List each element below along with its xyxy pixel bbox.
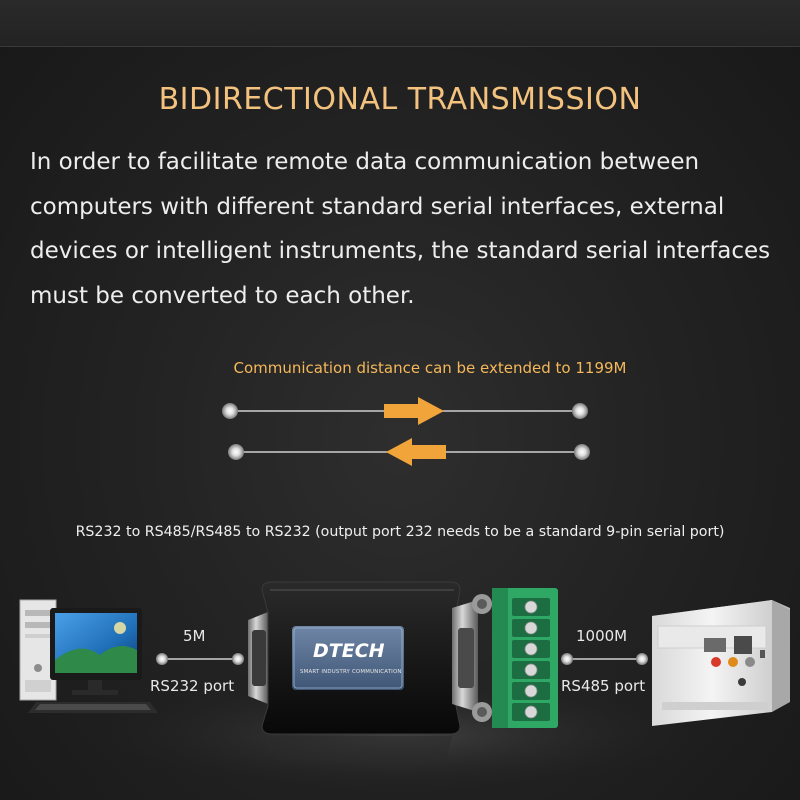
endpoint-dot: [636, 653, 648, 665]
converter-device: [248, 581, 558, 760]
description-paragraph: In order to facilitate remote data commu…: [30, 149, 771, 309]
endpoint-dot: [222, 403, 238, 419]
page-title: BIDIRECTIONAL TRANSMISSION: [158, 82, 642, 117]
industrial-cabinet-icon: [652, 600, 790, 726]
endpoint-dot: [156, 653, 168, 665]
top-band: [0, 0, 800, 47]
brand-tagline: SMART INDUSTRY COMMUNICATION: [300, 669, 402, 675]
endpoint-dot: [561, 653, 573, 665]
forward-link: [222, 397, 588, 425]
computer-icon: [19, 599, 158, 713]
endpoint-dot: [572, 403, 588, 419]
distance-caption: Communication distance can be extended t…: [233, 359, 627, 377]
endpoint-dot: [574, 444, 590, 460]
brand-logo: DTECH: [313, 640, 385, 662]
arrow-left-icon: [386, 438, 446, 466]
endpoint-dot: [232, 653, 244, 665]
right-distance-label: 1000M: [576, 627, 628, 645]
left-port-label: RS232 port: [150, 677, 235, 695]
left-distance-label: 5M: [183, 627, 206, 645]
reverse-link: [228, 438, 590, 466]
right-port-label: RS485 port: [561, 677, 646, 695]
conversion-caption: RS232 to RS485/RS485 to RS232 (output po…: [75, 524, 725, 540]
left-link: [156, 653, 244, 665]
arrow-right-icon: [384, 397, 444, 425]
right-link: [561, 653, 648, 665]
endpoint-dot: [228, 444, 244, 460]
